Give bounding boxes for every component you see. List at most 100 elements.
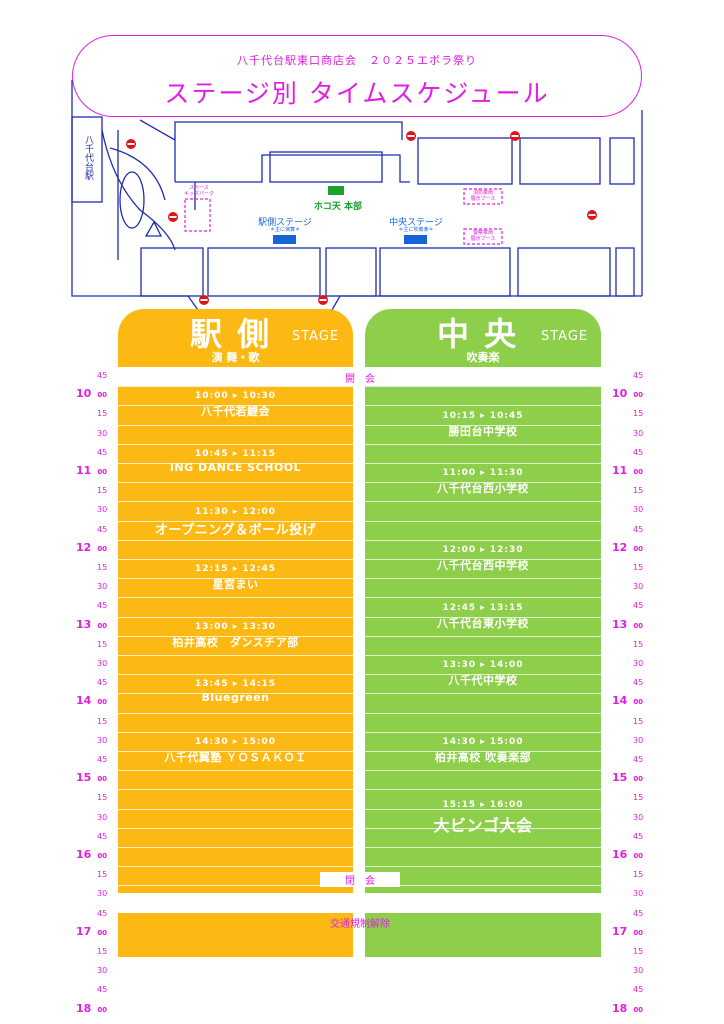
right-minute-label: 15 xyxy=(633,870,644,880)
event-time: 10:00 ▸ 10:30 xyxy=(194,391,277,402)
eki-row-line xyxy=(118,866,353,868)
right-minute-label: 30 xyxy=(633,582,644,592)
right-minute-label: 15 xyxy=(633,793,644,803)
header-pill: 八千代台駅東口商店会 ２０２５エボラ祭り ステージ別 タイムスケジュール xyxy=(72,35,642,117)
right-minute-label: 30 xyxy=(633,505,644,515)
hour-minutes: 00 xyxy=(97,1005,108,1014)
event-name: 八千代台西小学校 xyxy=(437,482,529,496)
left-minute-label: 30 xyxy=(97,735,108,745)
event-time: 11:30 ▸ 12:00 xyxy=(194,506,277,517)
eki-row-line xyxy=(118,770,353,772)
hour-number: 18 xyxy=(612,1001,628,1015)
eki-row-line xyxy=(118,693,353,695)
right-minute-label: 15 xyxy=(633,716,644,726)
right-minute-label: 45 xyxy=(633,831,644,841)
eki-row-line xyxy=(118,443,353,445)
police-booth xyxy=(463,228,503,245)
left-minute-label: 15 xyxy=(97,486,108,496)
chuo-stage-sub: 吹奏楽 xyxy=(466,351,500,364)
closing-label: 閉 会 xyxy=(320,872,400,887)
eki-stage-map-sub: ＊主に演舞＊ xyxy=(269,227,300,233)
chuo-row-line xyxy=(365,635,601,637)
eki-row-line xyxy=(118,789,353,791)
left-minute-label: 45 xyxy=(97,678,108,688)
hour-number: 14 xyxy=(612,694,628,708)
hour-minutes: 00 xyxy=(97,621,108,630)
eki-row-line xyxy=(118,655,353,656)
chuo-row-line xyxy=(365,827,601,829)
event-name: 大ビンゴ大会 xyxy=(433,816,533,836)
event-time: 12:45 ▸ 13:15 xyxy=(442,602,524,613)
street-map xyxy=(71,80,643,311)
map-lines xyxy=(71,80,643,311)
eki-stage-marker xyxy=(273,235,296,244)
right-minute-label: 45 xyxy=(633,985,644,995)
right-minute-label: 45 xyxy=(633,447,644,457)
left-minute-label: 45 xyxy=(97,831,108,841)
chuo-stage-marker xyxy=(404,235,427,244)
event-name: 八千代台西中学校 xyxy=(437,558,529,572)
chuo-row-line xyxy=(365,463,601,464)
hour-number: 15 xyxy=(76,771,92,785)
opening-label: 開 会 xyxy=(320,370,400,385)
hq-label: ホコ天 本部 xyxy=(313,202,363,212)
hour-minutes: 00 xyxy=(633,544,644,553)
hour-minutes: 00 xyxy=(633,928,644,937)
eki-column-tail xyxy=(118,912,353,957)
left-hour-label: 13 00 xyxy=(76,617,116,632)
chuo-row-line xyxy=(365,482,601,484)
event-time: 15:15 ▸ 16:00 xyxy=(442,800,524,811)
left-minute-label: 45 xyxy=(97,985,108,995)
hour-number: 17 xyxy=(76,924,92,938)
chuo-row-line xyxy=(365,501,601,503)
left-minute-label: 30 xyxy=(97,659,108,668)
chuo-row-line xyxy=(365,751,601,752)
chuo-stage-map-label: 中央ステージ xyxy=(389,218,443,228)
chuo-row-line xyxy=(365,712,601,714)
hour-number: 18 xyxy=(76,1001,92,1015)
right-minute-label: 15 xyxy=(633,486,644,496)
hour-number: 13 xyxy=(76,617,92,631)
eki-row-line xyxy=(118,424,353,426)
left-minute-label: 30 xyxy=(97,812,108,822)
right-minute-label: 15 xyxy=(633,409,644,419)
event-name: オープニング＆ボール投げ xyxy=(154,522,317,538)
event-name: 柏井高校 吹奏楽部 xyxy=(434,750,532,764)
event-name: 八千代台東小学校 xyxy=(437,616,529,630)
right-minute-label: 45 xyxy=(633,371,644,380)
eki-row-line xyxy=(118,578,353,580)
left-minute-label: 45 xyxy=(97,908,108,918)
eki-stage-sub: 演 舞・歌 xyxy=(211,351,260,364)
chuo-row-line xyxy=(365,693,601,695)
hour-number: 11 xyxy=(612,464,628,477)
event-name: Bluegreen xyxy=(201,691,270,705)
left-minute-label: 15 xyxy=(97,409,108,419)
chuo-row-line xyxy=(365,789,601,791)
chuo-row-line xyxy=(365,885,601,887)
chuo-row-line xyxy=(365,770,601,772)
hour-minutes: 00 xyxy=(633,775,644,784)
right-minute-label: 15 xyxy=(633,563,644,572)
right-minute-label: 30 xyxy=(633,735,644,745)
right-minute-label: 45 xyxy=(633,908,644,918)
left-minute-label: 45 xyxy=(97,524,108,534)
hour-minutes: 00 xyxy=(97,698,108,707)
eki-stage-name: 駅 側 xyxy=(190,315,272,353)
right-minute-label: 30 xyxy=(633,659,644,668)
right-minute-label: 45 xyxy=(633,678,644,688)
kids-park-booth xyxy=(184,198,211,232)
hour-minutes: 00 xyxy=(97,468,108,476)
event-time: 13:45 ▸ 14:15 xyxy=(194,679,277,690)
chuo-row-line xyxy=(365,731,601,733)
no-entry-signs xyxy=(126,131,597,305)
eki-row-line xyxy=(118,520,353,522)
station-label: 八千代台駅 xyxy=(83,135,93,180)
